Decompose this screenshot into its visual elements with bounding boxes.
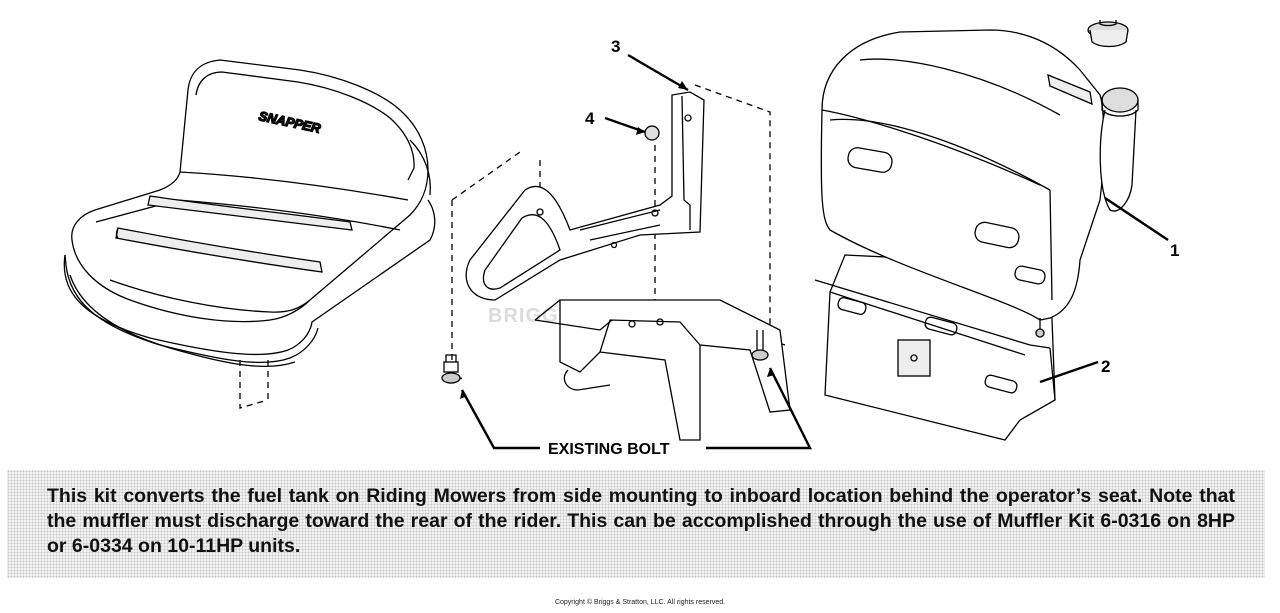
existing-bolt-label: EXISTING BOLT: [548, 441, 670, 458]
part-callout-1: 1: [1170, 241, 1179, 260]
kit-notice-text: This kit converts the fuel tank on Ridin…: [47, 485, 1235, 557]
part-callout-2: 2: [1101, 357, 1110, 376]
mounting-bracket-illustration: [441, 84, 791, 441]
part-callouts: 3 4 1 2 EXISTING BOLT: [548, 37, 1179, 458]
exploded-parts-diagram: BRIGGS & STRATTON SNAPPER: [63, 20, 1179, 458]
kit-notice-panel: This kit converts the fuel tank on Ridin…: [7, 470, 1265, 578]
part-callout-4: 4: [585, 109, 595, 128]
leader-arrowheads: [460, 81, 775, 399]
part-callout-3: 3: [611, 37, 620, 56]
copyright-text: Copyright © Briggs & Stratton, LLC. All …: [554, 599, 726, 606]
callout-leaders: [460, 53, 1169, 450]
seat-illustration: SNAPPER: [63, 59, 436, 409]
fuel-tank-illustration: [814, 20, 1139, 441]
